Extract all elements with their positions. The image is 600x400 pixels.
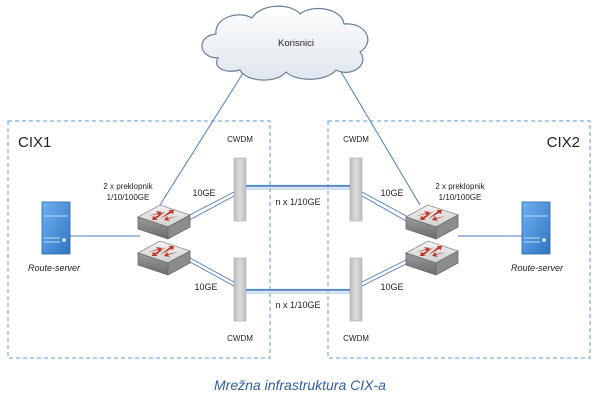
uplink-right-bottom <box>361 257 411 287</box>
uplink-label-left-top: 10GE <box>192 188 215 198</box>
uplink-label-right-bottom: 10GE <box>380 282 403 292</box>
switch-label-cix2-line2: 1/10/100GE <box>439 193 482 202</box>
uplink-left-bottom <box>189 257 235 287</box>
cloud-label: Korisnici <box>278 38 314 49</box>
switch-label-cix1-line2: 1/10/100GE <box>107 193 150 202</box>
cwdm-bar-right-top <box>349 157 363 222</box>
cwdm-bar-left-top <box>233 157 247 222</box>
uplink-label-right-top: 10GE <box>380 188 403 198</box>
cwdm-label-right-bottom: CWDM <box>343 334 369 343</box>
cloud-icon <box>201 5 369 81</box>
server-icon-cix2 <box>521 201 551 255</box>
uplink-label-left-bottom: 10GE <box>194 282 217 292</box>
trunk-label-top: n x 1/10GE <box>275 197 320 207</box>
trunk-link-top <box>246 184 350 190</box>
server-label-cix2: Route-server <box>511 263 564 273</box>
cwdm-label-right-top: CWDM <box>343 135 369 144</box>
caption: Mrežna infrastruktura CIX-a <box>214 377 386 393</box>
cix2-title: CIX2 <box>547 134 580 151</box>
server-label-cix1: Route-server <box>28 263 81 273</box>
cwdm-label-left-bottom: CWDM <box>227 334 253 343</box>
server-icon-cix1 <box>41 201 71 255</box>
cix1-site-box <box>7 120 271 359</box>
trunk-label-bottom: n x 1/10GE <box>275 300 320 310</box>
cloud-link-left <box>159 61 251 206</box>
trunk-link-bottom <box>246 288 350 294</box>
switch-stack-cix1 <box>137 204 191 276</box>
cwdm-bar-right-bottom <box>349 257 363 322</box>
cwdm-bar-left-bottom <box>233 257 247 322</box>
cloud-link-right <box>339 69 421 206</box>
cix2-site-box <box>327 120 591 359</box>
cwdm-label-left-top: CWDM <box>227 135 253 144</box>
switch-label-cix1-line1: 2 x preklopnik <box>103 182 153 191</box>
uplink-right-top <box>361 191 411 223</box>
switch-stack-cix2 <box>405 204 459 276</box>
switch-label-cix2-line1: 2 x preklopnik <box>435 182 485 191</box>
cix1-title: CIX1 <box>18 134 51 151</box>
